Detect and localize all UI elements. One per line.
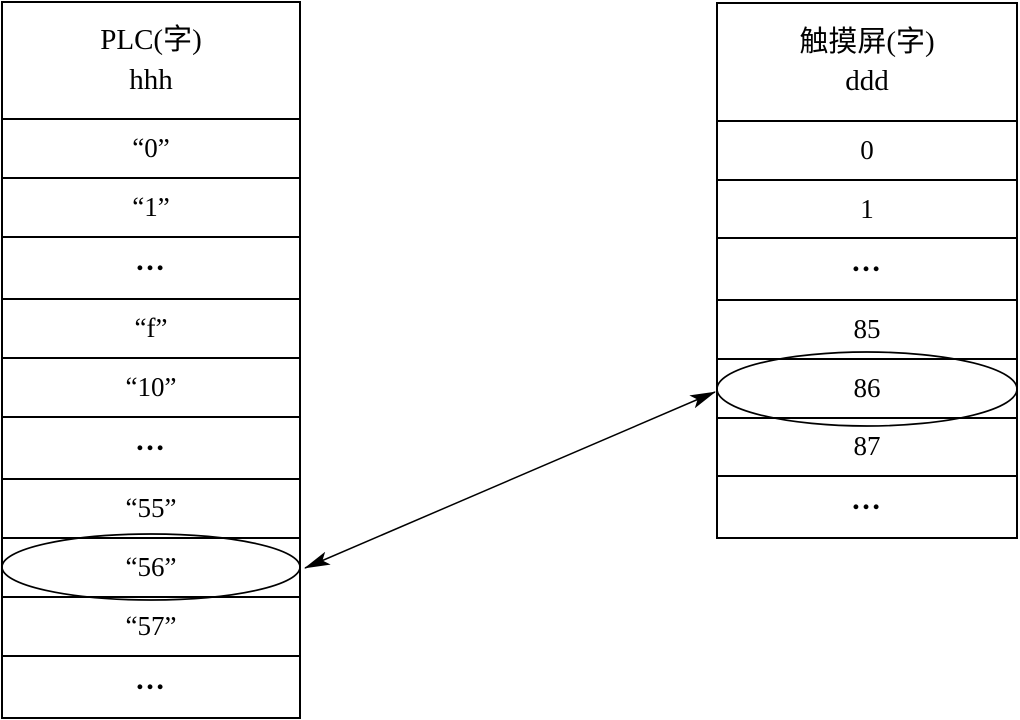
- touchscreen-table: 触摸屏(字) ddd 0 1 … 85 86 87 …: [716, 2, 1018, 539]
- cell-value-highlighted: 86: [853, 372, 881, 403]
- table-row: “0”: [3, 118, 299, 177]
- table-row-highlighted: “56”: [3, 537, 299, 596]
- cell-value: “0”: [132, 133, 170, 163]
- cell-value: 85: [853, 314, 881, 345]
- cell-value: “55”: [125, 493, 177, 523]
- table-row: …: [718, 237, 1016, 299]
- table-row: …: [718, 475, 1016, 537]
- ellipsis-cell: …: [135, 244, 167, 277]
- cell-value-highlighted: “56”: [125, 552, 177, 582]
- table-row: 1: [718, 178, 1016, 238]
- ellipsis-cell: …: [135, 424, 167, 457]
- cell-value: “10”: [125, 372, 177, 402]
- ellipsis-cell: …: [851, 483, 883, 517]
- table-row: “10”: [3, 357, 299, 416]
- cell-value: “1”: [132, 192, 170, 222]
- table-row: “f”: [3, 298, 299, 357]
- touchscreen-table-header: 触摸屏(字) ddd: [718, 4, 1016, 120]
- cell-value: “57”: [125, 611, 177, 641]
- plc-table-subtitle: hhh: [129, 63, 173, 96]
- ellipsis-cell: …: [135, 663, 167, 696]
- mapping-arrow: [304, 391, 716, 569]
- plc-table: PLC(字) hhh “0” “1” … “f” “10” … “55” “56…: [1, 1, 301, 719]
- cell-value: “f”: [134, 313, 168, 343]
- table-row: “1”: [3, 177, 299, 236]
- plc-table-header: PLC(字) hhh: [3, 3, 299, 118]
- cell-value: 1: [860, 193, 874, 224]
- table-row-highlighted: 86: [718, 357, 1016, 417]
- table-row: “57”: [3, 596, 299, 655]
- ellipsis-cell: …: [851, 245, 883, 279]
- plc-table-title: PLC(字): [100, 24, 202, 57]
- table-row: 85: [718, 299, 1016, 358]
- cell-value: 87: [853, 431, 881, 462]
- table-row: …: [3, 236, 299, 298]
- table-row: …: [3, 655, 299, 717]
- table-row: 0: [718, 120, 1016, 179]
- cell-value: 0: [860, 134, 874, 165]
- table-row: …: [3, 416, 299, 478]
- touchscreen-table-subtitle: ddd: [845, 65, 889, 97]
- table-row: 87: [718, 416, 1016, 476]
- table-row: “55”: [3, 478, 299, 537]
- touchscreen-table-title: 触摸屏(字): [799, 25, 935, 58]
